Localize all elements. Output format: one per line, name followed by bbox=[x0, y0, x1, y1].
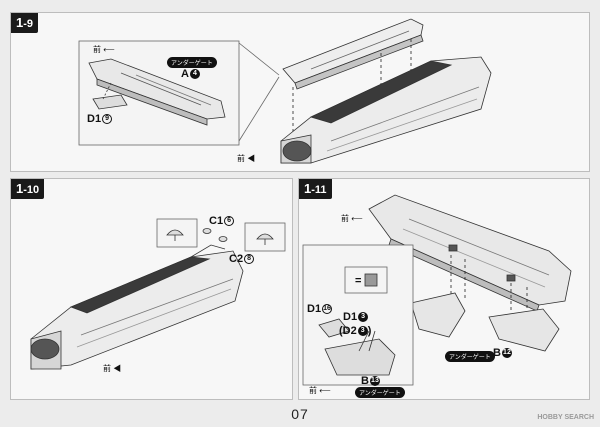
page-number: 07 bbox=[291, 406, 309, 422]
front-indicator: 前 ⟵ bbox=[93, 45, 115, 54]
step-badge: 1-9 bbox=[11, 13, 39, 33]
underside-gate-badge-b13: アンダーゲート bbox=[355, 387, 405, 398]
ship-hull bbox=[280, 56, 492, 164]
front-indicator-sub: 前 ⟵ bbox=[309, 386, 331, 395]
front-indicator-main: 前 ◀ bbox=[237, 154, 256, 163]
step-panel-1-10: 1-10 bbox=[10, 178, 293, 400]
step-panel-1-9: 1-9 bbox=[10, 12, 590, 172]
part-a-drawing bbox=[88, 58, 226, 126]
underside-gate-badge-b12: アンダーゲート bbox=[445, 351, 495, 362]
part-d1-drawing bbox=[92, 82, 128, 110]
equals-sign: = bbox=[355, 275, 362, 287]
subassembly-parts bbox=[318, 273, 396, 376]
upper-deck-part bbox=[282, 18, 424, 90]
step-panel-1-11: 1-11 bbox=[298, 178, 590, 400]
front-indicator: 前 ◀ bbox=[103, 364, 122, 373]
assembly-diagram-1-11 bbox=[302, 194, 572, 386]
watermark-logo: HOBBY SEARCH bbox=[537, 414, 594, 421]
ship-hull bbox=[368, 194, 572, 312]
cover-parts bbox=[410, 292, 560, 352]
assembly-diagram-1-9 bbox=[78, 18, 492, 164]
underside-gate-badge: アンダーゲート bbox=[167, 57, 217, 68]
front-indicator: 前 ⟵ bbox=[341, 214, 363, 223]
step-badge: 1-11 bbox=[299, 179, 332, 199]
ship-hull bbox=[30, 244, 244, 370]
part-c-drawings bbox=[166, 228, 274, 245]
assembly-diagram-1-10 bbox=[30, 218, 286, 370]
step-badge: 1-10 bbox=[11, 179, 45, 199]
